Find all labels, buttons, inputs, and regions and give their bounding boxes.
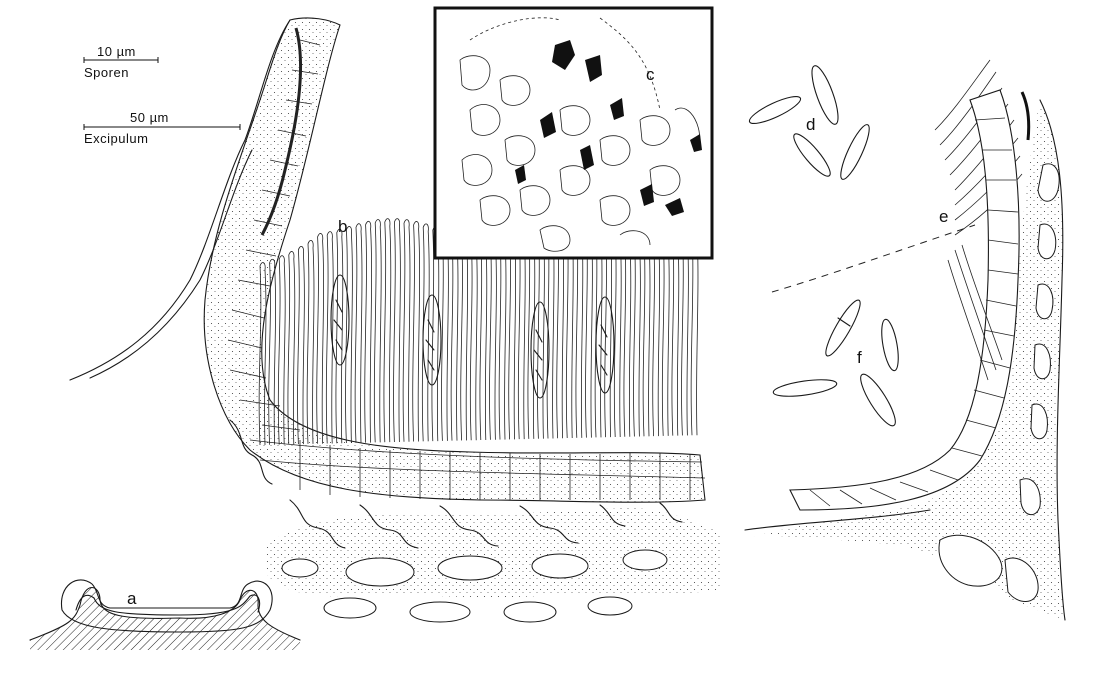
paraphysis-strand — [394, 219, 401, 442]
paraphysis-strand — [634, 234, 641, 437]
paraphysis-strand — [336, 229, 343, 443]
panel-label-f: f — [857, 348, 862, 367]
paraphysis-strand — [461, 234, 468, 441]
paraphysis-strand — [384, 219, 391, 443]
scale-bar-spores-caption: Sporen — [84, 65, 129, 80]
paraphysis-strand — [682, 229, 689, 435]
paraphysis-strand — [662, 233, 669, 436]
panel-c-drawing — [435, 8, 712, 258]
paraphysis-strand — [413, 221, 420, 441]
scale-bar-spores-value: 10 µm — [97, 44, 136, 59]
paraphysis-strand — [355, 224, 362, 443]
paraphysis-strand — [442, 229, 449, 440]
paraphysis-strand — [643, 234, 650, 436]
paraphysis-strand — [624, 232, 631, 437]
paraphysis-strand — [470, 234, 477, 440]
paraphysis-strand — [307, 240, 314, 444]
panel-label-b: b — [338, 217, 347, 236]
paraphysis-strand — [672, 231, 679, 435]
scale-bar-spores: 10 µm Sporen — [84, 44, 158, 80]
scale-bar-excipulum-value: 50 µm — [130, 110, 169, 125]
panel-label-c: c — [646, 65, 655, 84]
paraphysis-strand — [614, 230, 621, 437]
paraphysis-strand — [490, 233, 497, 439]
scale-bar-excipulum: 50 µm Excipulum — [84, 110, 240, 146]
panel-label-a: a — [127, 589, 137, 608]
paraphysis-strand — [451, 232, 458, 441]
paraphysis-strand — [365, 221, 372, 442]
panel-label-e: e — [939, 207, 948, 226]
paraphysis-strand — [298, 246, 305, 444]
paraphysis-strand — [374, 220, 381, 443]
scale-bar-excipulum-caption: Excipulum — [84, 131, 148, 146]
panel-a-drawing — [30, 580, 300, 650]
paraphysis-strand — [509, 229, 516, 439]
paraphysis-strand — [403, 220, 410, 442]
paraphysis-strand — [480, 234, 487, 440]
paraphysis-strand — [288, 251, 295, 444]
paraphysis-strand — [317, 233, 324, 443]
paraphysis-strand — [499, 232, 506, 440]
panel-e-drawing — [745, 60, 1065, 620]
panel-label-d: d — [806, 115, 815, 134]
panel-f-drawing — [772, 297, 901, 430]
paraphysis-strand — [653, 234, 660, 436]
